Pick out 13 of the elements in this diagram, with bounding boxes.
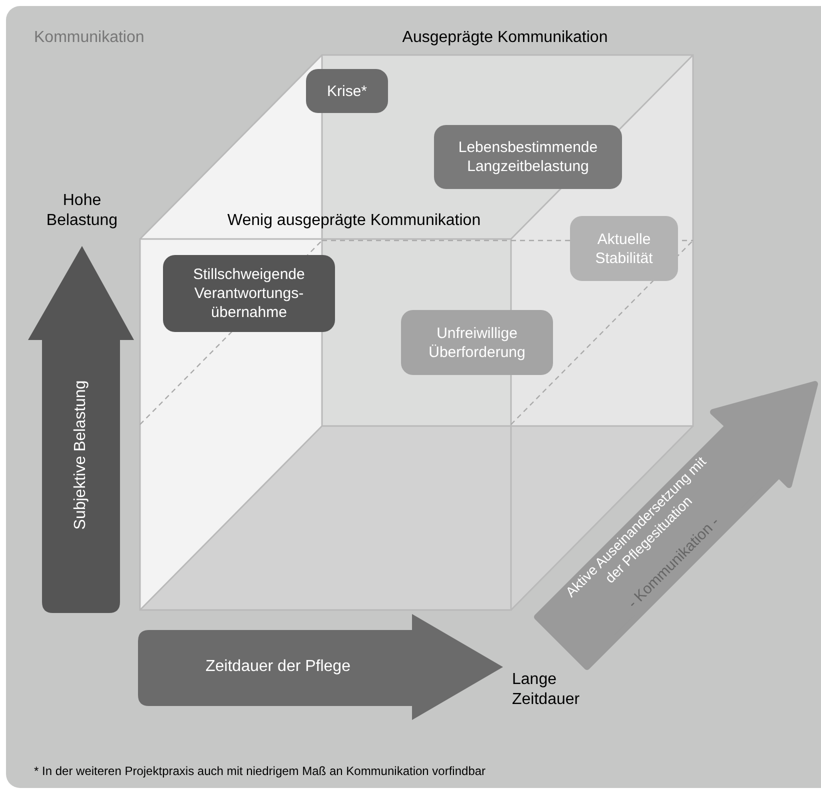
arrow-label: Zeitdauer der Pflege	[204, 657, 352, 677]
text-label: Ausgeprägte Kommunikation	[401, 28, 609, 48]
text-label: Kommunikation	[34, 28, 146, 48]
text-label: * In der weiteren Projektpraxis auch mit niedrigem Maß an Kommunikation vorfindbar	[34, 763, 487, 780]
category-box: Unfreiwillige Überforderung	[401, 310, 553, 375]
category-box: Aktuelle Stabilität	[570, 216, 678, 281]
text-label: Hohe Belastung	[45, 191, 119, 231]
category-box: Krise*	[306, 69, 388, 113]
category-box: Lebensbestimmende Langzeitbelastung	[434, 125, 622, 189]
text-label: Lange Zeitdauer	[512, 670, 581, 710]
text-label: Wenig ausgeprägte Kommunikation	[226, 211, 482, 231]
arrow-label: Subjektive Belastung	[71, 379, 90, 532]
category-box: Stillschweigende Verantwortungs-übernahme	[163, 255, 335, 332]
